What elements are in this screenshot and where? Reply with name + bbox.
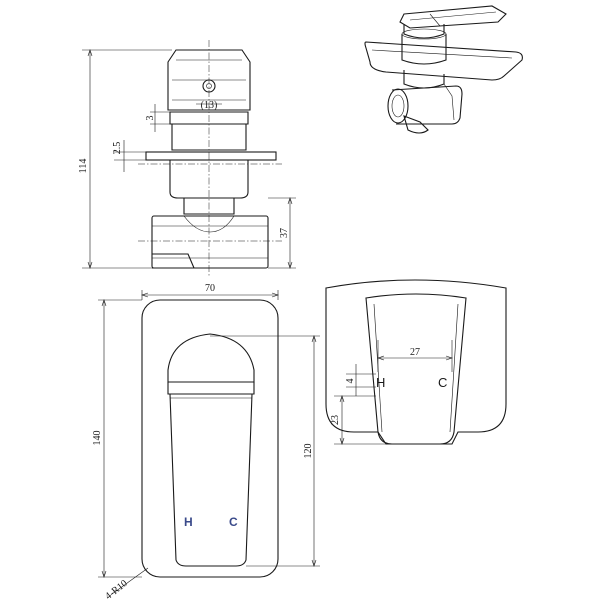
detail-view: H C 27 4 23	[325, 279, 507, 445]
dim-4: 4	[345, 379, 356, 384]
front-view: H C 70 140 120 4-R10	[92, 283, 320, 600]
dim-3: 3	[145, 116, 156, 121]
detail-label-cold: C	[438, 375, 447, 390]
side-view: 114 (13) 3 2.5 37	[78, 40, 296, 276]
dim-27: 27	[410, 347, 420, 358]
dim-corner-radius: 4-R10	[103, 578, 129, 600]
isometric-view	[364, 5, 523, 134]
front-label-hot: H	[184, 515, 193, 529]
dim-2-5: 2.5	[112, 142, 123, 155]
dim-23: 23	[330, 415, 341, 425]
dim-37: 37	[279, 228, 290, 238]
dim-120: 120	[303, 444, 314, 459]
dim-114: 114	[78, 159, 89, 174]
dim-140: 140	[92, 431, 103, 446]
detail-label-hot: H	[376, 375, 385, 390]
dim-pin-diameter: (13)	[201, 100, 218, 111]
dim-70: 70	[205, 283, 215, 294]
front-label-cold: C	[229, 515, 238, 529]
